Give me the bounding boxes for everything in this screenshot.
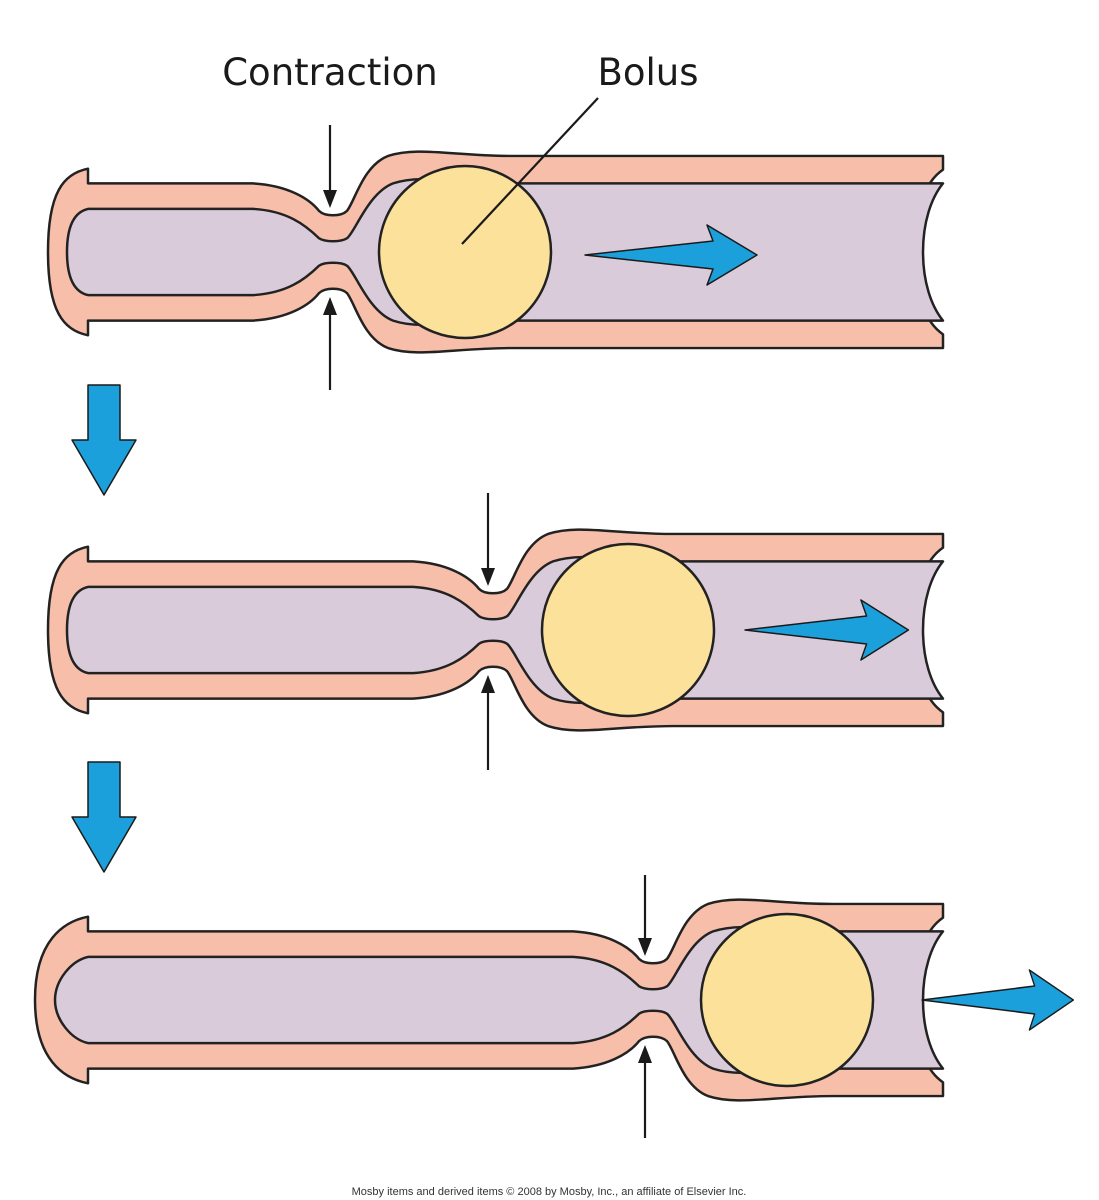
copyright-credit: Mosby items and derived items © 2008 by … [352, 1186, 747, 1198]
contraction-arrow-bottom-1 [323, 297, 337, 390]
contraction-label: Contraction [222, 51, 438, 94]
contraction-arrow-top-2 [481, 493, 495, 586]
bolus-2 [540, 542, 716, 718]
flow-arrow-3 [921, 969, 1075, 1031]
bolus-label: Bolus [597, 51, 698, 94]
stage-3 [33, 875, 1075, 1138]
esophagus-segment-2 [46, 528, 945, 732]
bolus-3 [699, 912, 875, 1088]
stage-1 [46, 97, 945, 390]
contraction-arrow-top-1 [323, 125, 337, 208]
bolus-1 [377, 164, 553, 340]
contraction-arrow-top-3 [638, 875, 652, 956]
contraction-arrow-bottom-2 [481, 675, 495, 770]
down-arrow-1 [71, 384, 137, 496]
down-arrow-2 [71, 761, 137, 873]
bolus-pointer-line [461, 97, 599, 245]
stage-2 [46, 493, 945, 770]
contraction-arrow-bottom-3 [638, 1045, 652, 1138]
